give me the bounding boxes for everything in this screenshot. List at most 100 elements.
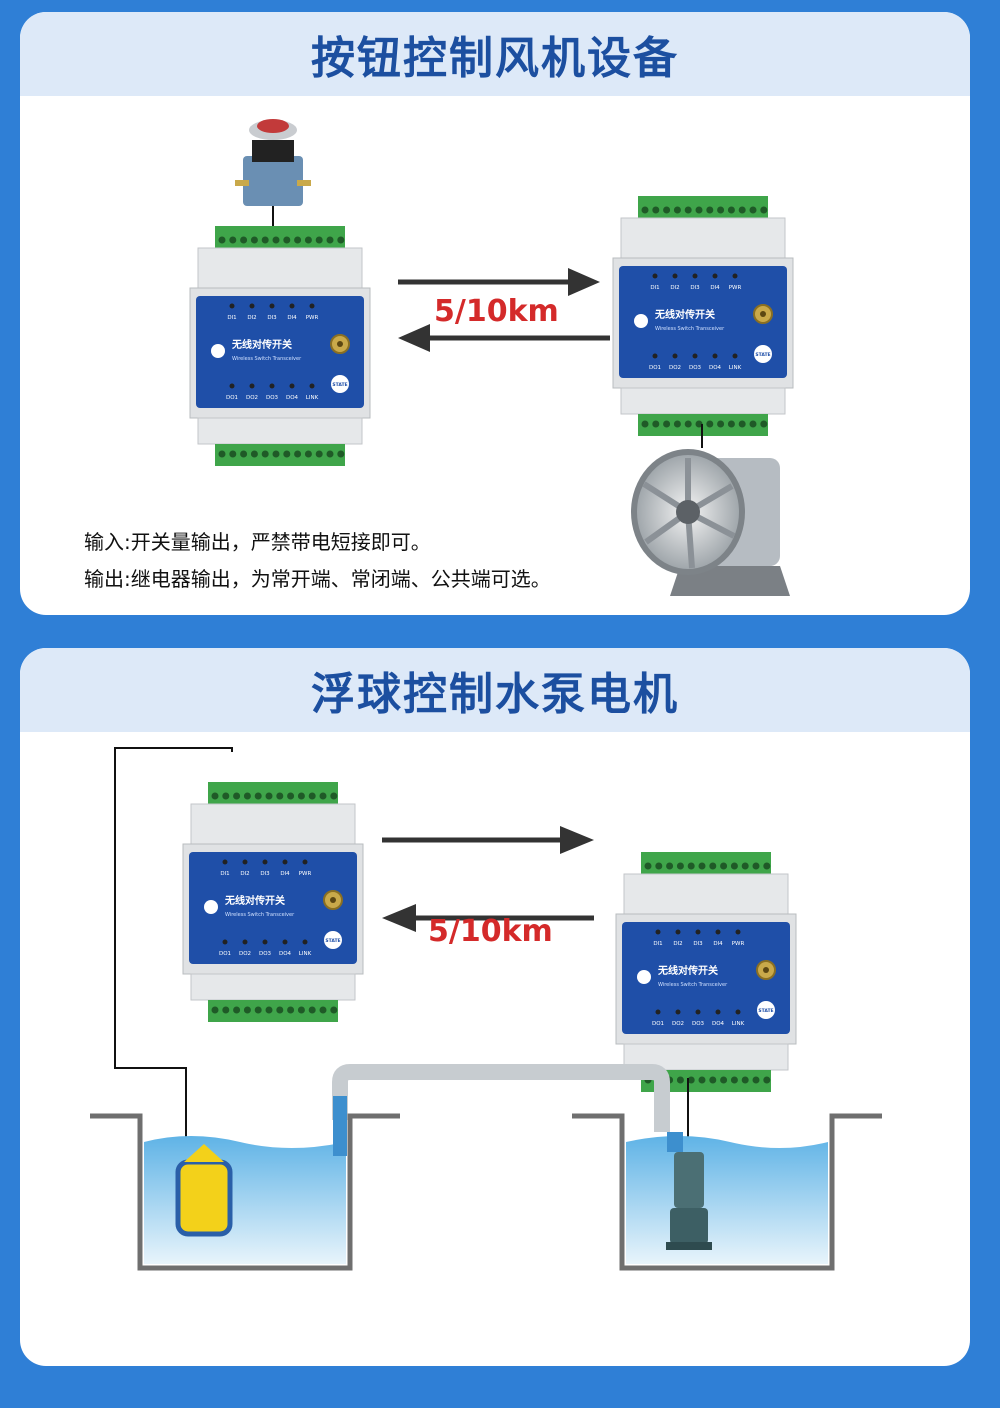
terminal-screw: [717, 206, 725, 214]
terminal-screw: [294, 236, 302, 244]
terminal-screw: [330, 1006, 338, 1014]
input-label: DI1: [227, 315, 236, 321]
terminal-screw: [752, 862, 760, 870]
device-housing-bottom: [190, 973, 356, 1001]
terminal-screw: [261, 236, 269, 244]
status-led: [655, 1009, 661, 1015]
terminal-screw: [229, 450, 237, 458]
output-label: DO1: [652, 1021, 664, 1027]
status-led: [249, 383, 255, 389]
terminal-screw: [676, 1076, 684, 1084]
terminal-screw: [655, 862, 663, 870]
state-button-label: STATE: [755, 352, 770, 358]
terminal-block-top: [208, 782, 338, 804]
input-label: DI3: [693, 941, 703, 947]
output-label: DO3: [266, 395, 279, 401]
status-led: [309, 383, 315, 389]
terminal-screw: [698, 1076, 706, 1084]
output-label: LINK: [729, 365, 742, 371]
input-label: DI1: [653, 941, 662, 947]
connecting-pipe: [332, 1064, 670, 1132]
status-led: [262, 859, 268, 865]
terminal-screw: [304, 236, 312, 244]
device-name-cn: 无线对传开关: [654, 308, 715, 321]
water-pump-icon: [666, 1132, 712, 1250]
input-note: 输入:开关量输出，严禁带电短接即可。: [84, 530, 431, 554]
terminal-screw: [211, 1006, 219, 1014]
terminal-screw: [652, 206, 660, 214]
terminal-screw: [684, 206, 692, 214]
status-led: [695, 1009, 701, 1015]
device-name-en: Wireless Switch Transceiver: [658, 982, 728, 988]
terminal-screw: [687, 1076, 695, 1084]
terminal-screw: [261, 450, 269, 458]
status-led: [282, 859, 288, 865]
device-name-en: Wireless Switch Transceiver: [232, 356, 302, 362]
terminal-screw: [749, 420, 757, 428]
status-led: [672, 353, 678, 359]
output-note: 输出:继电器输出，为常开端、常闭端、公共端可选。: [84, 567, 551, 591]
terminal-screw: [229, 236, 237, 244]
status-led: [712, 353, 718, 359]
status-led: [249, 303, 255, 309]
terminal-screw: [709, 862, 717, 870]
terminal-screw: [272, 236, 280, 244]
output-label: LINK: [299, 951, 312, 957]
device-faceplate: [189, 852, 357, 964]
terminal-screw: [717, 420, 725, 428]
status-led: [735, 929, 741, 935]
status-led: [229, 303, 235, 309]
status-led: [732, 353, 738, 359]
status-led: [269, 303, 275, 309]
antenna-pin: [337, 341, 343, 347]
terminal-screw: [738, 206, 746, 214]
antenna-pin: [760, 311, 766, 317]
terminal-screw: [297, 792, 305, 800]
terminal-screw: [326, 450, 334, 458]
input-label: DI4: [280, 871, 290, 877]
status-led: [652, 273, 658, 279]
status-led: [302, 859, 308, 865]
state-button: [324, 931, 342, 949]
water-tank-right: [572, 1113, 882, 1271]
terminal-screw: [641, 420, 649, 428]
input-label: PWR: [299, 871, 312, 877]
device-housing-top: [623, 873, 789, 915]
input-label: DI4: [713, 941, 723, 947]
terminal-screw: [218, 236, 226, 244]
output-label: DO2: [239, 951, 251, 957]
status-led: [222, 859, 228, 865]
terminal-screw: [644, 862, 652, 870]
status-led: [675, 1009, 681, 1015]
terminal-block-top: [641, 852, 771, 874]
terminal-screw: [730, 862, 738, 870]
terminal-screw: [240, 450, 248, 458]
terminal-screw: [641, 206, 649, 214]
input-label: DI1: [220, 871, 229, 877]
output-label: DO3: [689, 365, 702, 371]
robot-logo-icon: [204, 900, 218, 914]
status-led: [309, 303, 315, 309]
terminal-screw: [308, 792, 316, 800]
terminal-screw: [250, 236, 258, 244]
terminal-screw: [254, 792, 262, 800]
input-label: PWR: [732, 941, 745, 947]
terminal-screw: [337, 236, 345, 244]
terminal-screw: [727, 206, 735, 214]
status-led: [735, 1009, 741, 1015]
output-label: DO1: [219, 951, 231, 957]
terminal-screw: [337, 450, 345, 458]
bidirectional-link-arrows: [398, 268, 610, 352]
status-led: [692, 353, 698, 359]
terminal-screw: [752, 1076, 760, 1084]
water-tank-left: [90, 1096, 400, 1271]
terminal-screw: [663, 420, 671, 428]
status-led: [262, 939, 268, 945]
terminal-screw: [698, 862, 706, 870]
terminal-screw: [741, 862, 749, 870]
input-label: DI2: [247, 315, 256, 321]
